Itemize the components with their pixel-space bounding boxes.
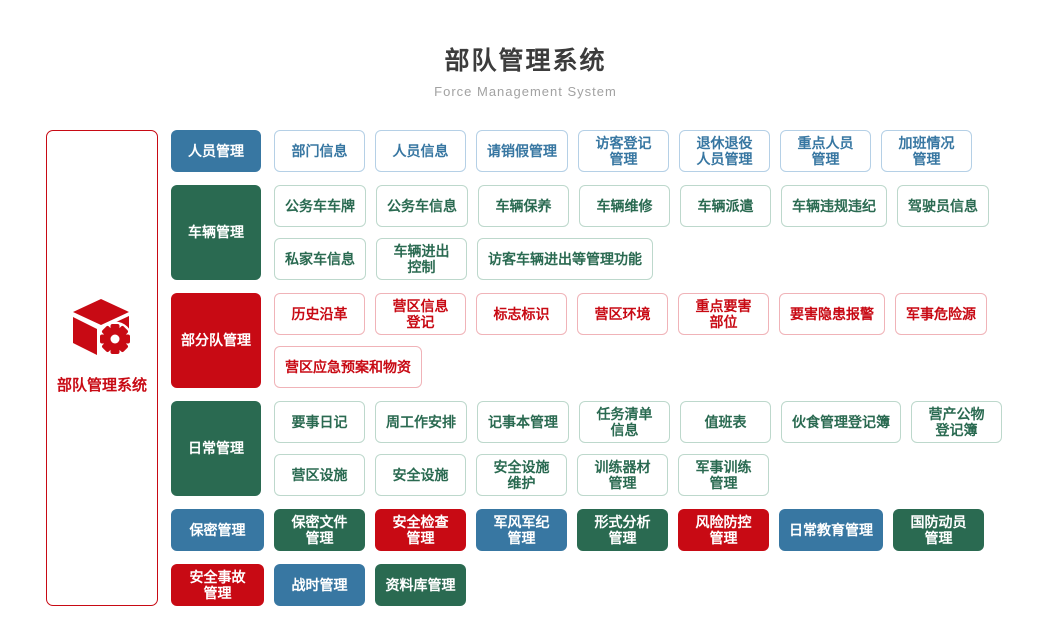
module-item[interactable]: 周工作安排 (375, 401, 467, 443)
module-item[interactable]: 车辆维修 (579, 185, 670, 227)
module-item[interactable]: 请销假管理 (476, 130, 568, 172)
items-row: 部门信息人员信息请销假管理访客登记 管理退休退役 人员管理重点人员 管理加班情况… (274, 130, 1005, 172)
module-item[interactable]: 要害隐患报警 (779, 293, 885, 335)
module-item[interactable]: 重点人员 管理 (780, 130, 871, 172)
module-item[interactable]: 值班表 (680, 401, 771, 443)
items-row: 私家车信息车辆进出 控制访客车辆进出等管理功能 (274, 238, 1005, 280)
solid-row: 保密管理保密文件 管理安全检查 管理军风军纪 管理形式分析 管理风险防控 管理日… (171, 509, 1005, 551)
section-header-personnel[interactable]: 人员管理 (171, 130, 261, 172)
items-row: 营区设施安全设施安全设施 维护训练器材 管理军事训练 管理 (274, 454, 1005, 496)
module-item[interactable]: 人员信息 (375, 130, 466, 172)
module-item[interactable]: 标志标识 (476, 293, 567, 335)
module-item[interactable]: 安全设施 (375, 454, 466, 496)
module-item[interactable]: 公务车车牌 (274, 185, 366, 227)
section-personnel: 人员管理部门信息人员信息请销假管理访客登记 管理退休退役 人员管理重点人员 管理… (171, 130, 1005, 172)
items-row: 营区应急预案和物资 (274, 346, 1005, 388)
module-item[interactable]: 历史沿革 (274, 293, 365, 335)
module-button[interactable]: 风险防控 管理 (678, 509, 769, 551)
page-subtitle: Force Management System (434, 84, 617, 99)
module-button[interactable]: 国防动员 管理 (893, 509, 984, 551)
module-button[interactable]: 军风军纪 管理 (476, 509, 567, 551)
section-sub-unit: 部分队管理历史沿革营区信息 登记标志标识营区环境重点要害 部位要害隐患报警军事危… (171, 293, 1005, 388)
module-item[interactable]: 军事训练 管理 (678, 454, 769, 496)
section-header-vehicle[interactable]: 车辆管理 (171, 185, 261, 280)
page-title: 部队管理系统 (444, 47, 607, 75)
module-button[interactable]: 保密文件 管理 (274, 509, 365, 551)
module-item[interactable]: 安全设施 维护 (476, 454, 567, 496)
module-item[interactable]: 车辆保养 (478, 185, 569, 227)
module-button[interactable]: 安全事故 管理 (171, 564, 264, 606)
section-header-sub-unit[interactable]: 部分队管理 (171, 293, 261, 388)
module-item[interactable]: 训练器材 管理 (577, 454, 668, 496)
module-item[interactable]: 记事本管理 (477, 401, 569, 443)
module-item[interactable]: 营区信息 登记 (375, 293, 466, 335)
module-item[interactable]: 重点要害 部位 (678, 293, 769, 335)
module-button[interactable]: 安全检查 管理 (375, 509, 466, 551)
module-item[interactable]: 公务车信息 (376, 185, 468, 227)
module-item[interactable]: 要事日记 (274, 401, 365, 443)
module-item[interactable]: 驾驶员信息 (897, 185, 989, 227)
module-item[interactable]: 营产公物 登记簿 (911, 401, 1002, 443)
cube-gear-icon (70, 298, 134, 361)
section-items-daily: 要事日记周工作安排记事本管理任务清单 信息值班表伙食管理登记簿营产公物 登记簿营… (274, 401, 1005, 496)
main-area: 部队管理系统 人员管理部门信息人员信息请销假管理访客登记 管理退休退役 人员管理… (46, 130, 1005, 606)
section-items-personnel: 部门信息人员信息请销假管理访客登记 管理退休退役 人员管理重点人员 管理加班情况… (274, 130, 1005, 172)
module-item[interactable]: 私家车信息 (274, 238, 366, 280)
solid-row: 安全事故 管理战时管理资料库管理 (171, 564, 1005, 606)
module-button[interactable]: 日常教育管理 (779, 509, 883, 551)
module-item[interactable]: 营区设施 (274, 454, 365, 496)
section-vehicle: 车辆管理公务车车牌公务车信息车辆保养车辆维修车辆派遣车辆违规违纪驾驶员信息私家车… (171, 185, 1005, 280)
section-daily: 日常管理要事日记周工作安排记事本管理任务清单 信息值班表伙食管理登记簿营产公物 … (171, 401, 1005, 496)
solid-rows-container: 保密管理保密文件 管理安全检查 管理军风军纪 管理形式分析 管理风险防控 管理日… (171, 509, 1005, 606)
system-root-inner: 部队管理系统 (57, 298, 147, 395)
module-item[interactable]: 访客车辆进出等管理功能 (477, 238, 653, 280)
module-item[interactable]: 军事危险源 (895, 293, 987, 335)
module-item[interactable]: 任务清单 信息 (579, 401, 670, 443)
content-area: 人员管理部门信息人员信息请销假管理访客登记 管理退休退役 人员管理重点人员 管理… (171, 130, 1005, 606)
module-item[interactable]: 车辆进出 控制 (376, 238, 467, 280)
module-item[interactable]: 伙食管理登记簿 (781, 401, 901, 443)
module-item[interactable]: 营区环境 (577, 293, 668, 335)
module-button[interactable]: 保密管理 (171, 509, 264, 551)
module-button[interactable]: 资料库管理 (375, 564, 466, 606)
module-button[interactable]: 战时管理 (274, 564, 365, 606)
items-row: 要事日记周工作安排记事本管理任务清单 信息值班表伙食管理登记簿营产公物 登记簿 (274, 401, 1005, 443)
module-item[interactable]: 车辆派遣 (680, 185, 771, 227)
items-row: 公务车车牌公务车信息车辆保养车辆维修车辆派遣车辆违规违纪驾驶员信息 (274, 185, 1005, 227)
sections-container: 人员管理部门信息人员信息请销假管理访客登记 管理退休退役 人员管理重点人员 管理… (171, 130, 1005, 496)
section-header-daily[interactable]: 日常管理 (171, 401, 261, 496)
module-item[interactable]: 车辆违规违纪 (781, 185, 887, 227)
section-items-vehicle: 公务车车牌公务车信息车辆保养车辆维修车辆派遣车辆违规违纪驾驶员信息私家车信息车辆… (274, 185, 1005, 280)
module-button[interactable]: 形式分析 管理 (577, 509, 668, 551)
module-item[interactable]: 部门信息 (274, 130, 365, 172)
system-root-panel: 部队管理系统 (46, 130, 158, 606)
module-item[interactable]: 营区应急预案和物资 (274, 346, 422, 388)
system-root-label: 部队管理系统 (56, 376, 147, 394)
module-item[interactable]: 访客登记 管理 (578, 130, 669, 172)
section-items-sub-unit: 历史沿革营区信息 登记标志标识营区环境重点要害 部位要害隐患报警军事危险源营区应… (274, 293, 1005, 388)
module-item[interactable]: 退休退役 人员管理 (679, 130, 770, 172)
page-header: 部队管理系统 Force Management System (0, 0, 1051, 101)
items-row: 历史沿革营区信息 登记标志标识营区环境重点要害 部位要害隐患报警军事危险源 (274, 293, 1005, 335)
module-item[interactable]: 加班情况 管理 (881, 130, 972, 172)
